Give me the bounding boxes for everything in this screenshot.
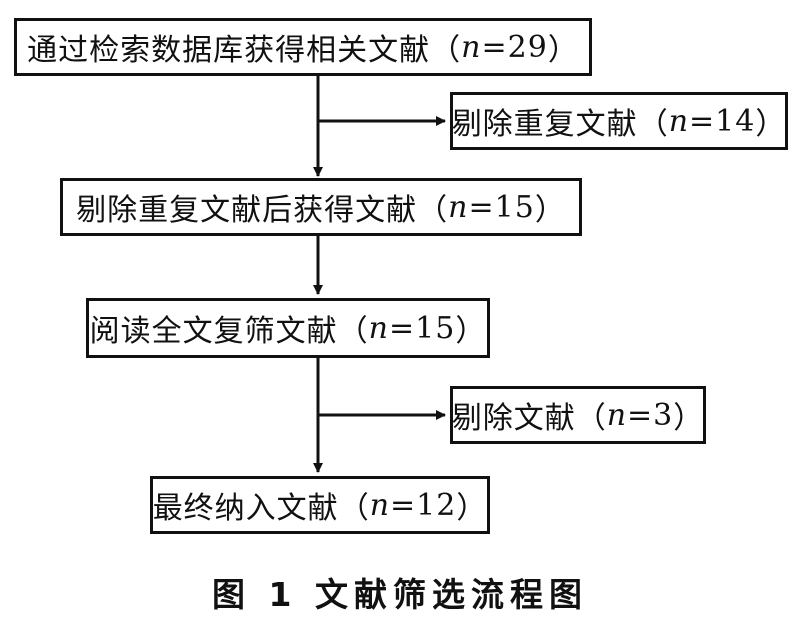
step-n-fulltext: n [368,310,389,346]
step-count-deduplicated: =15 [468,189,535,225]
exclusion-n-fulltext: n [606,397,628,433]
exclusion-count-duplicates: =14 [689,103,756,139]
step-n-deduplicated: n [448,189,469,225]
step-count-fulltext: =15 [389,310,456,346]
exclusion-count-fulltext: =3 [627,397,674,433]
exclusion-n-duplicates: n [668,103,690,139]
step-n-included: n [369,487,391,523]
step-box-fulltext: 阅读全文复筛文献（n=15） [86,298,490,358]
step-count-retrieved: =29 [481,29,548,65]
exclusion-label-duplicates: 剔除重复文献 [451,107,638,142]
step-box-deduplicated: 剔除重复文献后获得文献（n=15） [60,178,582,236]
step-box-included: 最终纳入文献（n=12） [150,476,490,534]
step-box-retrieved: 通过检索数据库获得相关文献（n=29） [14,18,592,76]
step-label-fulltext: 阅读全文复筛文献 [89,314,338,349]
figure-caption: 图 1 文献筛选流程图 [212,575,588,614]
exclusion-box-duplicates: 剔除重复文献（n=14） [450,92,788,150]
step-n-retrieved: n [461,29,482,65]
step-count-included: =12 [390,487,457,523]
step-label-deduplicated: 剔除重复文献后获得文献 [76,193,418,228]
step-label-retrieved: 通过检索数据库获得相关文献 [27,33,431,68]
exclusion-box-fulltext: 剔除文献（n=3） [450,386,706,444]
exclusion-label-fulltext: 剔除文献 [451,401,576,436]
step-label-included: 最终纳入文献 [152,491,339,526]
